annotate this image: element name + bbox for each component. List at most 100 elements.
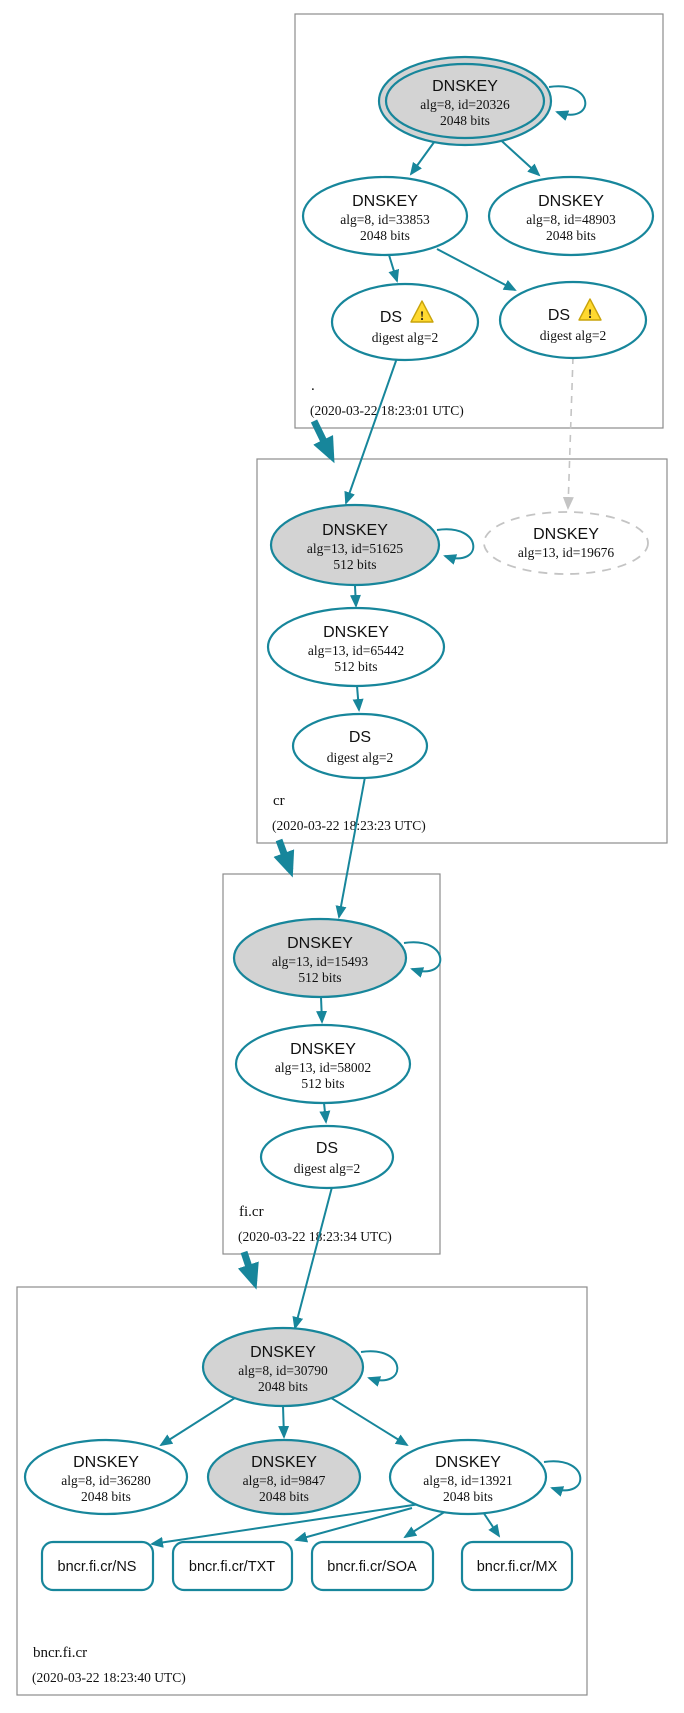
node-dnskey-36280: DNSKEY alg=8, id=36280 2048 bits [23,1438,189,1516]
svg-text:!: ! [420,308,424,323]
node-title: DNSKEY [287,935,353,952]
node-title: DS [316,1140,338,1157]
edge-15493-to-58002 [316,996,328,1024]
node-detail: digest alg=2 [327,750,393,765]
node-bits: 2048 bits [259,1489,309,1504]
self-loop-dnskey-30790 [360,1350,399,1387]
self-loop-dnskey-13921 [543,1460,582,1497]
dnskey-ellipse [301,175,469,257]
edge-30790-to-9847 [278,1405,290,1439]
ds-ellipse [330,282,480,362]
zone-timestamp-cr: (2020-03-22 18:23:23 UTC) [272,818,426,833]
node-bits: 2048 bits [360,228,410,243]
node-dnskey-58002: DNSKEY alg=13, id=58002 512 bits [234,1023,412,1105]
rrset-label: bncr.fi.cr/TXT [189,1559,275,1575]
node-bits: 512 bits [333,557,376,572]
node-detail: alg=13, id=15493 [272,954,368,969]
edge-ds-to-dnskey-51625 [344,357,398,505]
edge-ds-to-dnskey-30790 [292,1186,333,1330]
node-dnskey-30790: DNSKEY alg=8, id=30790 2048 bits [201,1326,365,1408]
node-title: DNSKEY [435,1454,501,1471]
edge-51625-to-65442 [349,585,361,608]
zone-box-bncr-fi-cr [16,1286,588,1696]
rrset-rect [171,1540,294,1592]
ds-ellipse [259,1124,395,1190]
node-bits: 512 bits [334,659,377,674]
node-title: DNSKEY [250,1344,316,1361]
rrset-label: bncr.fi.cr/MX [477,1559,558,1575]
node-dnskey-13921: DNSKEY alg=8, id=13921 2048 bits [388,1438,548,1516]
edge-13921-to-rrset-txt [294,1507,413,1543]
rrset-rect [460,1540,574,1592]
warning-icon: ! [410,300,434,323]
zone-timestamp-fi-cr: (2020-03-22 18:23:34 UTC) [238,1229,392,1244]
node-detail: alg=8, id=48903 [526,212,616,227]
node-detail: alg=13, id=65442 [308,643,404,658]
self-loop-dnskey-15493 [403,941,442,978]
zone-timestamp-bncr-fi-cr: (2020-03-22 18:23:40 UTC) [32,1670,186,1685]
node-dnskey-33853: DNSKEY alg=8, id=33853 2048 bits [301,175,469,257]
node-ds-cr: DS digest alg=2 [291,712,429,780]
node-title: DNSKEY [251,1454,317,1471]
node-ds-left: DS ! digest alg=2 [330,282,480,362]
node-rrset-soa: bncr.fi.cr/SOA [310,1540,435,1592]
node-bits: 2048 bits [546,228,596,243]
node-title: DNSKEY [533,526,599,543]
node-detail: alg=8, id=36280 [61,1473,151,1488]
node-bits: 2048 bits [440,113,490,128]
node-detail: alg=13, id=19676 [518,545,614,560]
node-title: DNSKEY [73,1454,139,1471]
edge-13921-to-rrset-ns [150,1503,421,1548]
node-ds-fi-cr: DS digest alg=2 [259,1124,395,1190]
edge-13921-to-rrset-soa [403,1510,447,1539]
node-ds-right: DS ! digest alg=2 [498,280,648,360]
dnskey-ellipse [232,917,408,999]
rrset-label: bncr.fi.cr/SOA [327,1559,417,1575]
dnskey-ellipse [23,1438,189,1516]
node-dnskey-9847: DNSKEY alg=8, id=9847 2048 bits [206,1438,362,1516]
warning-icon: ! [578,298,602,321]
edge-58002-to-ds [319,1102,331,1124]
node-bits: 2048 bits [443,1489,493,1504]
rrset-rect [310,1540,435,1592]
node-dnskey-20326: DNSKEY alg=8, id=20326 2048 bits [377,55,553,147]
zone-box-fi-cr [222,873,441,1255]
node-bits: 512 bits [298,970,341,985]
node-title: DNSKEY [538,193,604,210]
ds-ellipse [498,280,648,360]
edge-ds-to-dnskey-19676-dashed [562,356,574,510]
node-bits: 2048 bits [258,1379,308,1394]
node-detail: digest alg=2 [294,1161,360,1176]
dnskey-ellipse [234,1023,412,1105]
node-title: DNSKEY [432,78,498,95]
node-bits: 2048 bits [81,1489,131,1504]
zone-timestamp-root: (2020-03-22 18:23:01 UTC) [310,403,464,418]
self-loop-dnskey-51625 [436,528,475,565]
node-detail: alg=8, id=20326 [420,97,510,112]
delegation-arrow-fi-cr-to-bncr [237,1250,259,1290]
node-title: DNSKEY [323,624,389,641]
node-title: DNSKEY [290,1041,356,1058]
dnskey-ellipse [206,1438,362,1516]
node-dnskey-19676: DNSKEY alg=13, id=19676 [483,511,649,575]
zone-label-root: . [311,378,315,394]
node-title: DNSKEY [352,193,418,210]
edge-30790-to-13921 [327,1395,409,1447]
zone-label-cr: cr [273,793,285,809]
node-detail: alg=8, id=33853 [340,212,430,227]
node-rrset-ns: bncr.fi.cr/NS [40,1540,155,1592]
edge-30790-to-36280 [159,1395,239,1447]
dnskey-ellipse-nonexistent [483,511,649,575]
dnskey-ellipse [388,1438,548,1516]
dnskey-ellipse [201,1326,365,1408]
rrset-rect [40,1540,155,1592]
edge-33853-to-ds-left [388,254,400,283]
edge-13921-to-rrset-mx [482,1511,501,1538]
node-dnskey-51625: DNSKEY alg=13, id=51625 512 bits [269,503,441,587]
svg-text:!: ! [588,306,592,321]
zone-box-root [294,13,664,429]
edge-33853-to-ds-right [436,248,517,291]
node-detail: digest alg=2 [540,328,606,343]
node-bits: 512 bits [301,1076,344,1091]
